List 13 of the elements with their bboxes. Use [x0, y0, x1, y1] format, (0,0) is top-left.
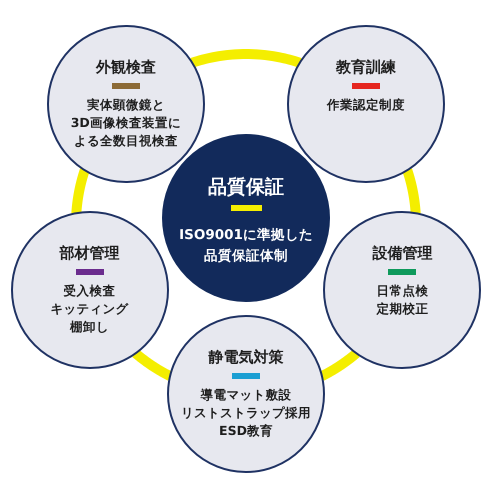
center-description: ISO9001に準拠した品質保証体制: [179, 226, 313, 266]
topic-description: 受入検査キッティング棚卸し: [50, 282, 128, 336]
topic-heading: 外観検査: [96, 56, 156, 77]
center-heading: 品質保証: [208, 175, 284, 199]
ring-connector: [190, 49, 302, 68]
topic-description: 日常点検定期校正: [376, 282, 428, 318]
topic-heading: 部材管理: [60, 243, 120, 264]
topic-heading: 設備管理: [372, 243, 432, 264]
topic-heading: 静電気対策: [208, 347, 284, 367]
topic-heading: 教育訓練: [336, 56, 396, 77]
topic-description: 作業認定制度: [327, 96, 406, 114]
topic-description: 実体顕微鏡と3D画像検査装置による全数目視検査: [70, 96, 181, 150]
topic-description: 導電マット敷設リストストラップ採用ESD教育: [181, 386, 311, 440]
